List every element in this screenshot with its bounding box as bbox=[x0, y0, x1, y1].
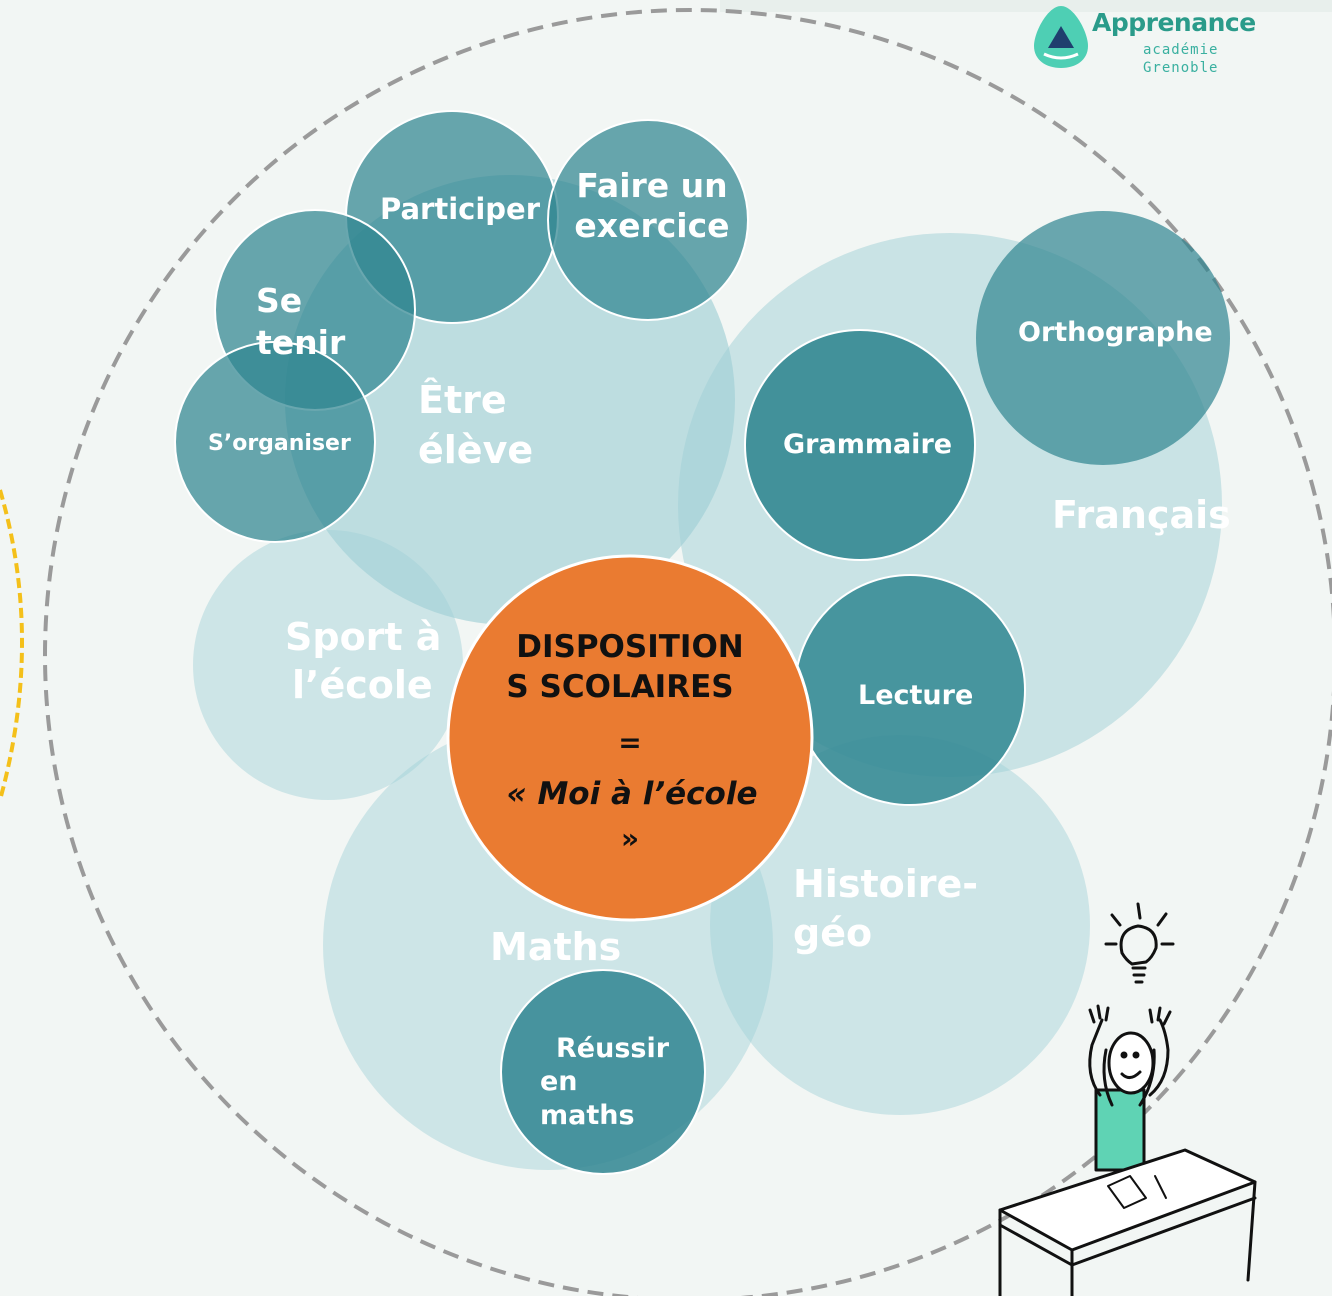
lecture-label: Lecture bbox=[858, 680, 973, 711]
domain-labels: Être élève Français Sport à l’école Math… bbox=[285, 378, 1231, 969]
logo-triangle-icon bbox=[1034, 6, 1088, 68]
reussir-label-3: maths bbox=[540, 1100, 635, 1131]
dashed-ring bbox=[43, 8, 1332, 1296]
logo-academie: académie bbox=[1143, 42, 1219, 58]
se-tenir-label-1: Se bbox=[256, 281, 302, 320]
etre-eleve-label-1: Être bbox=[418, 378, 507, 422]
sport-label-1: Sport à bbox=[285, 615, 441, 659]
grammaire-label: Grammaire bbox=[783, 429, 952, 460]
student-at-desk-illustration bbox=[998, 902, 1257, 1296]
yellow-arc bbox=[0, 489, 24, 801]
grammaire-circle bbox=[744, 329, 976, 561]
reussir-circle bbox=[500, 969, 706, 1175]
se-tenir-label-2: tenir bbox=[256, 323, 346, 362]
exercice-label-2: exercice bbox=[574, 206, 729, 245]
exercice-label-1: Faire un bbox=[576, 166, 727, 205]
center-line1: DISPOSITION bbox=[516, 629, 744, 665]
histoire-label-1: Histoire- bbox=[793, 862, 978, 906]
histoire-label-2: géo bbox=[793, 911, 872, 955]
orthographe-label: Orthographe bbox=[1018, 317, 1213, 348]
center-line5: » bbox=[621, 822, 639, 855]
student-head bbox=[1107, 1031, 1155, 1095]
central-text: DISPOSITION S SCOLAIRES = « Moi à l’écol… bbox=[506, 629, 757, 855]
paper bbox=[1107, 1175, 1147, 1209]
francais-label: Français bbox=[1052, 493, 1231, 537]
student-body bbox=[1094, 1088, 1146, 1172]
organiser-label: S’organiser bbox=[208, 431, 351, 456]
organiser-circle bbox=[174, 341, 376, 543]
skill-labels: Participer Faire un exercice Se tenir S’… bbox=[208, 166, 1213, 1131]
histoire-circle bbox=[710, 735, 1090, 1115]
maths-label: Maths bbox=[490, 925, 621, 969]
lightbulb-icon bbox=[1104, 902, 1175, 984]
central-circle bbox=[446, 554, 814, 922]
sport-label-2: l’école bbox=[292, 663, 433, 707]
participer-label: Participer bbox=[380, 192, 541, 226]
reussir-label-1: Réussir bbox=[556, 1033, 670, 1064]
skill-circles bbox=[174, 110, 1230, 1175]
center-line3: = bbox=[618, 726, 641, 759]
logo-grenoble: Grenoble bbox=[1143, 60, 1219, 76]
center-line2: S SCOLAIRES bbox=[506, 669, 733, 705]
apprenance-logo: Apprenance académie Grenoble bbox=[1030, 2, 1260, 88]
center-line4: « Moi à l’école bbox=[507, 776, 758, 812]
logo-name: Apprenance bbox=[1092, 8, 1256, 37]
etre-eleve-label-2: élève bbox=[418, 428, 533, 472]
top-panel bbox=[720, 0, 1332, 12]
sport-circle bbox=[193, 530, 463, 800]
reussir-label-2: en bbox=[540, 1066, 578, 1097]
orthographe-circle bbox=[976, 211, 1230, 465]
exercice-circle bbox=[547, 119, 749, 321]
